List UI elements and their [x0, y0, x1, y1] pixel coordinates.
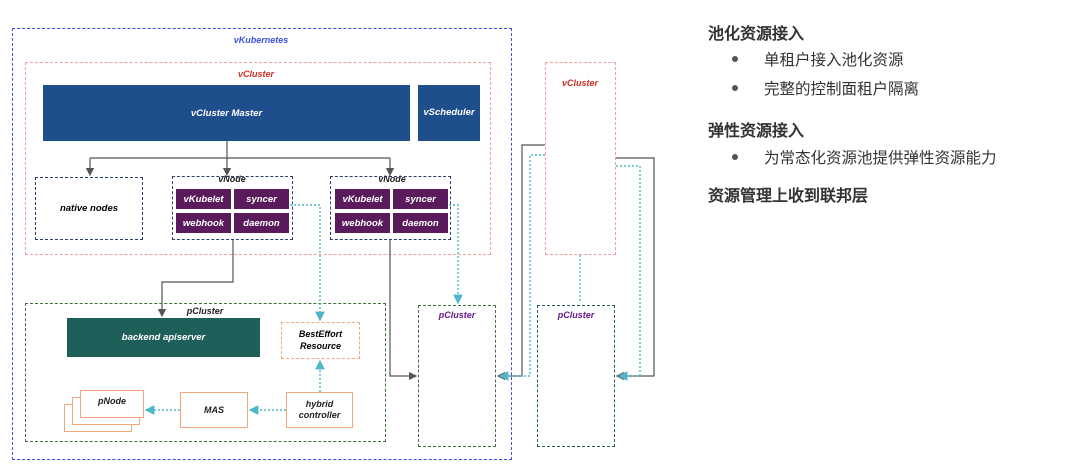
vnode-right-box: [330, 176, 451, 240]
vnode-left-title: vNode: [218, 174, 246, 184]
vcluster-right-to-pcluster-mid-dotted: [498, 154, 545, 381]
vcluster-inner-label: vCluster: [237, 69, 274, 79]
section-heading-2: 弹性资源接入: [708, 123, 805, 140]
vnode-left-vkubelet: vKubelet: [176, 189, 231, 209]
vcluster-right-label: vCluster: [561, 78, 598, 88]
native-nodes-box: native nodes: [35, 177, 143, 240]
pcluster-right-label: pCluster: [557, 310, 595, 320]
vnode-right-syncer: syncer: [393, 189, 448, 209]
vcluster-inner-container: [25, 62, 491, 255]
vnode-right-vkubelet: vKubelet: [335, 189, 390, 209]
backend-apiserver-box: backend apiserver: [67, 318, 260, 357]
vnode-left-webhook: webhook: [176, 213, 231, 233]
vnode-right-webhook: webhook: [335, 213, 390, 233]
vcluster-right-to-pcluster-right-dotted: [616, 165, 641, 381]
vnode-left-to-apiserver: [157, 240, 234, 318]
syncer-to-besteffort: [290, 204, 325, 322]
pcluster-main-container: [25, 303, 386, 442]
pcluster-main-label: pCluster: [186, 306, 224, 316]
besteffort-resource-box: BestEffort Resource: [281, 322, 360, 359]
pcluster-mid-box: [418, 305, 496, 447]
vnode-right-title: vNode: [378, 174, 406, 184]
section-1-bullet-1: 单租户接入池化资源: [764, 52, 904, 69]
pcluster-mid-label: pCluster: [438, 310, 476, 320]
pcluster-right-box: [537, 305, 615, 447]
pnode-box: pNode: [80, 390, 144, 418]
vnode-right-daemon: daemon: [393, 213, 448, 233]
vnode-right-syncer-to-pcluster-mid: [449, 204, 463, 305]
vscheduler-box: vScheduler: [418, 85, 480, 141]
section-heading-1: 池化资源接入: [708, 26, 805, 43]
bullet-dot: [732, 154, 738, 160]
section-1-bullet-2: 完整的控制面租户隔离: [764, 81, 920, 98]
bullet-dot: [732, 56, 738, 62]
vcluster-right-to-pcluster-mid: [496, 144, 545, 381]
section-heading-3: 资源管理上收到联邦层: [708, 188, 869, 205]
vcluster-master-box: vCluster Master: [43, 85, 410, 141]
vnode-left-daemon: daemon: [234, 213, 289, 233]
vnode-right-to-pcluster-mid: [389, 240, 418, 381]
vcluster-right-to-pcluster-right: [615, 157, 655, 381]
vnode-left-syncer: syncer: [234, 189, 289, 209]
vkubernetes-label: vKubernetes: [233, 35, 289, 45]
mas-box: MAS: [180, 392, 248, 428]
bullet-dot: [732, 85, 738, 91]
hybrid-controller-box: hybrid controller: [286, 392, 353, 428]
section-2-bullet-1: 为常态化资源池提供弹性资源能力: [764, 150, 997, 167]
vnode-left-box: [172, 176, 293, 240]
vkubernetes-container: [12, 28, 512, 460]
vcluster-right-box: [545, 62, 616, 255]
